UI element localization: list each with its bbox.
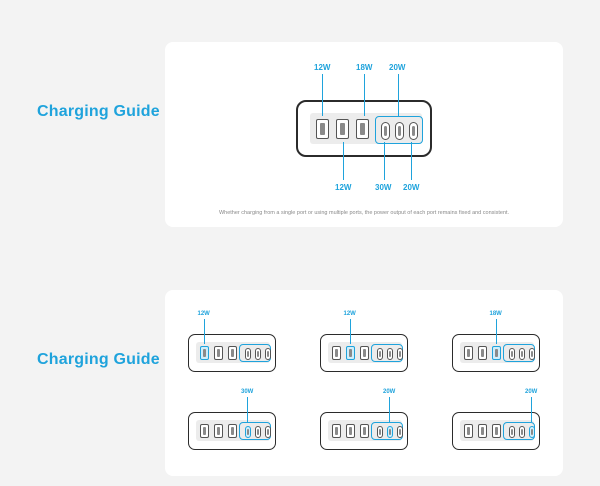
leader-line bbox=[349, 319, 351, 344]
port-label: 12W bbox=[197, 311, 210, 317]
usb-c-port-2 bbox=[255, 348, 261, 360]
usb-a-port-3 bbox=[492, 346, 501, 360]
charging-caption: Whether charging from a single port or u… bbox=[218, 210, 510, 216]
usb-c-port-3 bbox=[529, 348, 535, 360]
usb-a-port-2 bbox=[478, 424, 487, 438]
usb-a-port-2 bbox=[336, 119, 349, 139]
port-label-bottom-2: 30W bbox=[375, 183, 392, 192]
usb-a-port-1 bbox=[332, 346, 341, 360]
usb-a-port-3 bbox=[228, 346, 237, 360]
charger-device-small bbox=[188, 412, 276, 450]
usb-c-port-2 bbox=[387, 426, 393, 438]
usb-a-port-3 bbox=[356, 119, 369, 139]
usb-a-port-2 bbox=[346, 424, 355, 438]
usb-a-port-1 bbox=[316, 119, 329, 139]
port-label: 18W bbox=[489, 311, 502, 317]
usb-c-port-3 bbox=[409, 122, 418, 140]
usb-c-port-3 bbox=[265, 426, 271, 438]
usb-a-port-3 bbox=[360, 346, 369, 360]
usb-c-port-2 bbox=[255, 426, 261, 438]
usb-c-port-group bbox=[375, 116, 423, 144]
section-title-1: Charging Guide bbox=[37, 103, 160, 120]
usb-a-port-1 bbox=[200, 346, 209, 360]
usb-c-port-3 bbox=[265, 348, 271, 360]
port-label-top-1: 12W bbox=[314, 63, 331, 72]
leader-line bbox=[247, 397, 248, 422]
port-label-top-3: 20W bbox=[389, 63, 406, 72]
usb-c-port-2 bbox=[395, 122, 404, 140]
usb-a-port-2 bbox=[214, 346, 223, 360]
port-label: 12W bbox=[343, 311, 356, 317]
usb-c-port-1 bbox=[245, 348, 251, 360]
usb-a-port-2 bbox=[346, 346, 355, 360]
usb-a-port-1 bbox=[332, 424, 341, 438]
usb-a-port-2 bbox=[214, 424, 223, 438]
usb-c-port-3 bbox=[529, 426, 535, 438]
usb-a-port-1 bbox=[464, 346, 473, 360]
usb-c-port-1 bbox=[509, 426, 515, 438]
usb-c-port-1 bbox=[377, 426, 383, 438]
leader-line bbox=[389, 397, 390, 422]
port-label: 20W bbox=[525, 389, 538, 395]
usb-a-port-1 bbox=[200, 424, 209, 438]
port-label: 30W bbox=[241, 389, 254, 395]
leader-line bbox=[322, 74, 323, 116]
charger-device-large bbox=[296, 100, 432, 157]
usb-c-port-2 bbox=[387, 348, 393, 360]
port-label-bottom-3: 20W bbox=[403, 183, 420, 192]
leader-line bbox=[343, 142, 344, 180]
leader-line bbox=[384, 142, 385, 180]
usb-a-port-3 bbox=[228, 424, 237, 438]
port-label-top-2: 18W bbox=[356, 63, 373, 72]
leader-line bbox=[364, 74, 365, 116]
usb-a-port-3 bbox=[492, 424, 501, 438]
charger-device-small bbox=[320, 412, 408, 450]
charger-device-small bbox=[188, 334, 276, 372]
leader-line bbox=[411, 142, 412, 180]
usb-a-port-1 bbox=[464, 424, 473, 438]
usb-c-port-1 bbox=[377, 348, 383, 360]
leader-line bbox=[203, 319, 205, 344]
port-label-bottom-1: 12W bbox=[335, 183, 352, 192]
usb-c-port-1 bbox=[381, 122, 390, 140]
usb-c-port-2 bbox=[519, 426, 525, 438]
section-title-2: Charging Guide bbox=[37, 351, 160, 368]
leader-line bbox=[531, 397, 532, 422]
usb-c-port-3 bbox=[397, 348, 403, 360]
usb-c-port-2 bbox=[519, 348, 525, 360]
leader-line bbox=[398, 74, 399, 116]
usb-a-port-2 bbox=[478, 346, 487, 360]
charger-device-small bbox=[320, 334, 408, 372]
port-label: 20W bbox=[383, 389, 396, 395]
leader-line bbox=[495, 319, 497, 344]
usb-c-port-1 bbox=[245, 426, 251, 438]
usb-c-port-3 bbox=[397, 426, 403, 438]
usb-c-port-1 bbox=[509, 348, 515, 360]
charger-device-small bbox=[452, 412, 540, 450]
usb-a-port-3 bbox=[360, 424, 369, 438]
